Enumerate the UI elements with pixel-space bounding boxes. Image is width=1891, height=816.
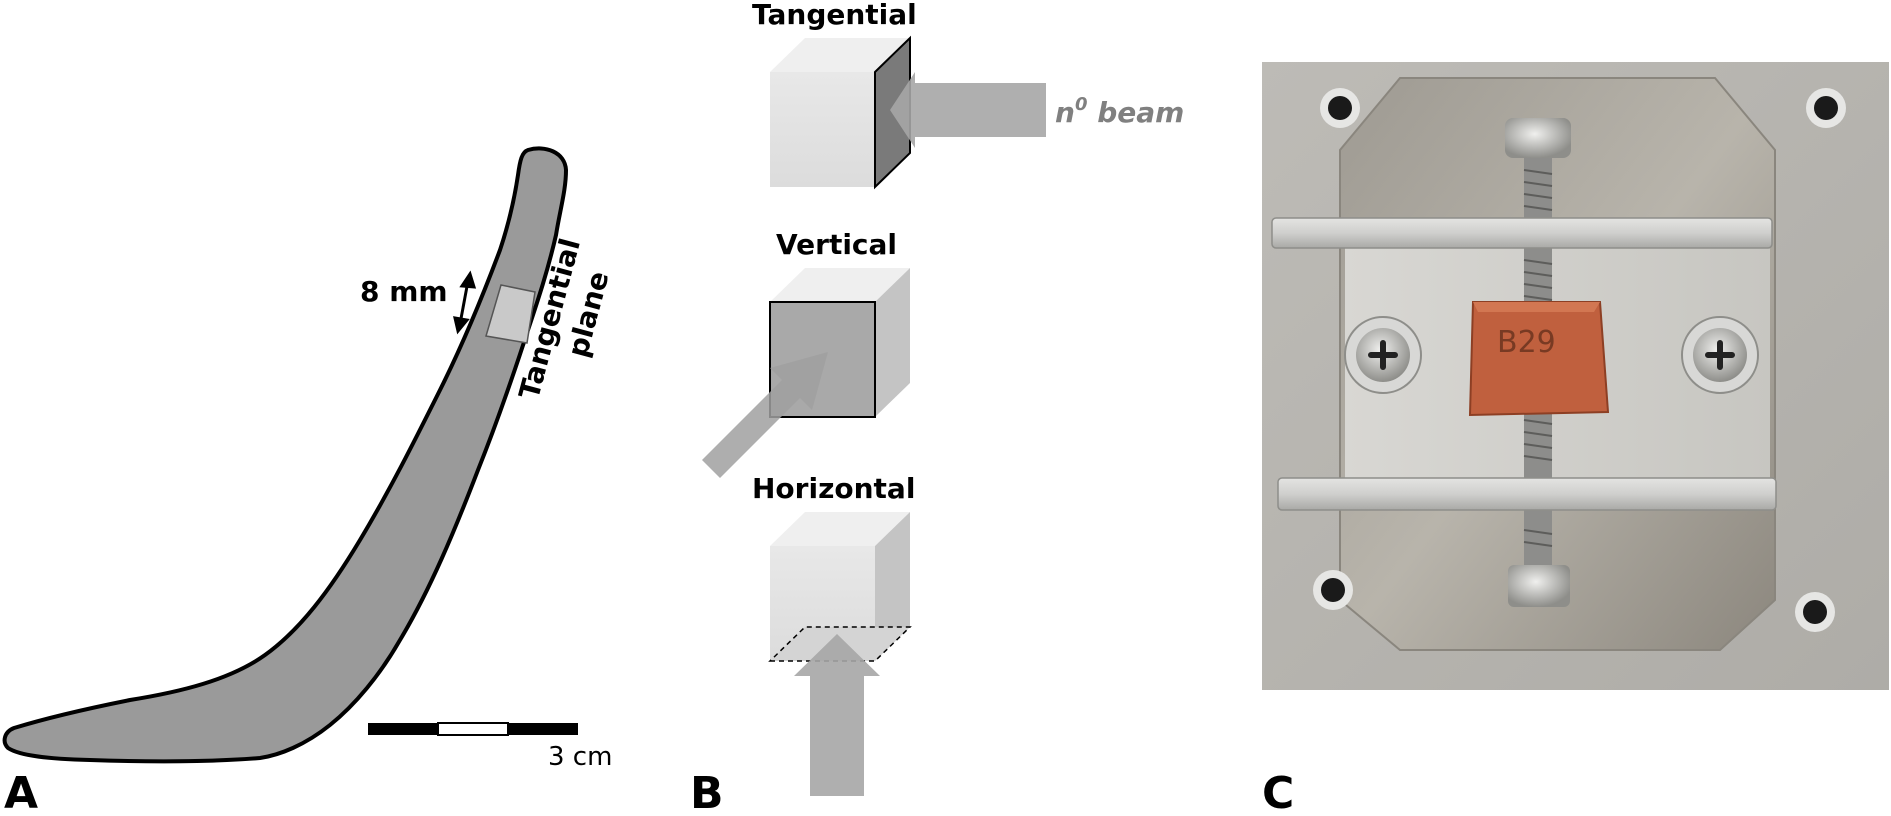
panel-a: 8 mm Tangential plane 3 cm A <box>2 146 616 816</box>
cube-horizontal <box>768 512 912 662</box>
sherd-profile <box>2 146 568 764</box>
scale-bar <box>368 722 578 736</box>
scale-label: 3 cm <box>548 742 612 772</box>
sample-marking: B29 <box>1497 325 1556 360</box>
left-phillips-screw <box>1344 316 1422 394</box>
measure-arrow <box>453 270 477 335</box>
top-screw-head <box>1505 118 1571 158</box>
cube-title-horizontal: Horizontal <box>752 472 915 505</box>
panel-c: B29 C <box>1262 62 1889 816</box>
beam-arrow-vertical <box>702 352 828 478</box>
beam-arrow-horizontal <box>794 634 880 796</box>
rod-threads <box>1523 169 1553 547</box>
cube-title-vertical: Vertical <box>776 228 897 261</box>
mounting-holes <box>1313 88 1846 632</box>
beam-arrow-tangential <box>890 72 1046 148</box>
upper-clamp-bar <box>1271 217 1773 249</box>
bottom-nut <box>1508 565 1570 607</box>
tangential-slice <box>485 284 536 344</box>
right-phillips-screw <box>1681 316 1759 394</box>
panel-letter-a: A <box>4 768 38 816</box>
cube-title-tangential: Tangential <box>752 0 917 31</box>
lower-clamp-bar <box>1277 477 1777 511</box>
ceramic-sample: B29 <box>1468 301 1610 417</box>
panel-letter-b: B <box>690 768 724 816</box>
beam-label: n0 beam <box>1055 94 1184 129</box>
measure-label: 8 mm <box>360 275 448 308</box>
cube-tangential <box>770 35 911 190</box>
panel-b: Tangential n0 beam Vertical Horizontal <box>690 0 1184 816</box>
panel-letter-c: C <box>1262 768 1294 816</box>
